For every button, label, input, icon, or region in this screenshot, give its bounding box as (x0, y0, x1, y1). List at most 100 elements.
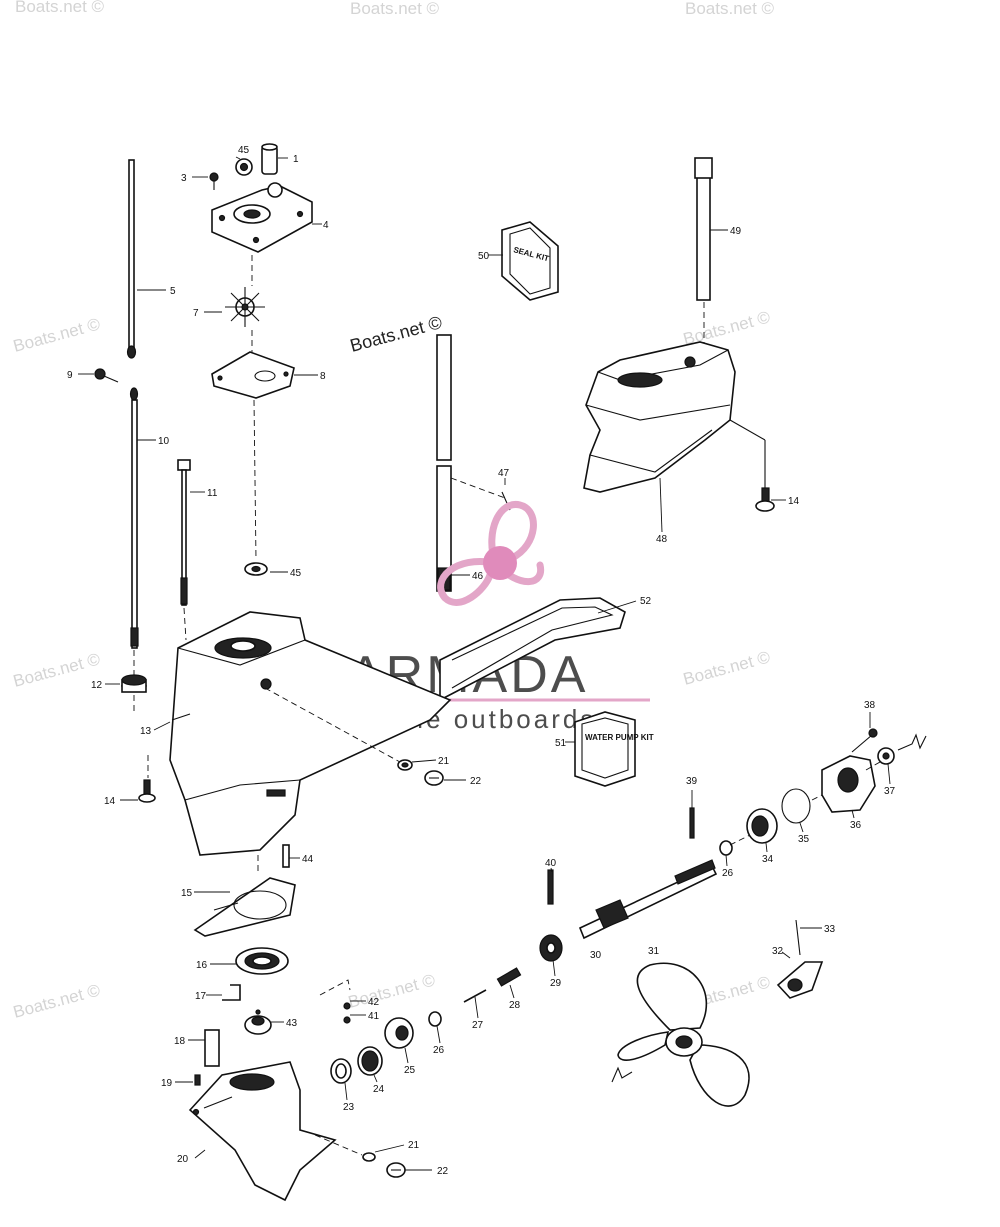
callout-34: 34 (762, 854, 774, 865)
watermark-text: Boats.net © (348, 312, 444, 356)
callout-17: 17 (195, 991, 207, 1002)
part-37-seal-hole (882, 752, 890, 760)
callout-21: 21 (408, 1140, 420, 1151)
callout-14: 14 (104, 796, 116, 807)
part-26-washer (428, 1011, 442, 1027)
part-46-driveshaft-upper (436, 334, 452, 461)
callout-38: 38 (864, 700, 876, 711)
part-10-shift-rod (131, 399, 138, 649)
part-housing-bore (230, 640, 256, 652)
callout-49: 49 (730, 226, 742, 237)
callout-9: 9 (67, 370, 73, 381)
part-49-tube-cap (694, 157, 713, 179)
part-12-bushing-top (121, 674, 147, 686)
watermark-text: Boats.net © (681, 647, 772, 689)
callout-labels: 1 3 4 5 7 8 9 10 11 12 13 14 14 15 16 17… (67, 145, 896, 1177)
callout-40: 40 (545, 858, 557, 869)
callout-48: 48 (656, 534, 668, 545)
part-41-ball (343, 1016, 351, 1024)
part-44-dowel (282, 844, 290, 868)
watermark-text: Boats.net © (15, 0, 105, 16)
part-33-pin (795, 919, 801, 956)
part-29-clutch-hole (546, 942, 556, 954)
part-9-screw (94, 368, 106, 380)
driveshaft-parts (436, 334, 511, 592)
callout-14: 14 (788, 496, 800, 507)
callout-31: 31 (648, 946, 660, 957)
part-42-ball (343, 1002, 351, 1010)
part-15-gasket-slot (213, 902, 239, 911)
part-8-plate (211, 351, 295, 399)
callout-25: 25 (404, 1065, 416, 1076)
callout-28: 28 (509, 1000, 521, 1011)
part-11-stud-head (177, 459, 191, 471)
callout-20: 20 (177, 1154, 189, 1165)
part-4-bolt-hole (252, 236, 260, 244)
part-48-housing-edge (597, 349, 729, 381)
part-30-shaft-spline (595, 899, 629, 929)
part-49-water-tube (696, 159, 711, 301)
callout-7: 7 (193, 308, 199, 319)
part-20-gearcase-slot (203, 1096, 233, 1109)
part-5-shift-rod (128, 159, 135, 351)
site-watermarks: Boats.net © Boats.net © Boats.net © Boat… (11, 0, 774, 1022)
assembly-centerline (450, 477, 506, 499)
callout-43: 43 (286, 1018, 298, 1029)
part-18-retainer (204, 1029, 220, 1067)
callout-50: 50 (478, 251, 490, 262)
watermark-text: Boats.net © (11, 649, 102, 691)
part-8-plate-hole (217, 375, 223, 381)
part-32-cone-bore (787, 978, 803, 992)
part-3-screw (209, 172, 219, 182)
part-16-bearing-bore (252, 956, 272, 966)
callout-22: 22 (470, 776, 482, 787)
callout-45: 45 (238, 145, 250, 156)
gear-train (330, 728, 927, 1084)
callout-1: 1 (293, 154, 299, 165)
part-4-housing-boss (267, 182, 283, 198)
callout-29: 29 (550, 978, 562, 989)
gearcase (188, 984, 406, 1202)
assembly-centerline (314, 1134, 363, 1156)
part-housing-port (260, 678, 272, 690)
assembly-centerline (183, 607, 187, 641)
part-45-lower-seal-hole (251, 565, 261, 573)
callout-11: 11 (207, 488, 218, 499)
part-24-bearing-race (361, 1050, 379, 1072)
water-pump-kit: WATER PUMP KIT (574, 711, 654, 787)
part-32-cone (776, 961, 824, 999)
part-15-gasket (193, 877, 296, 937)
part-5-rod-eye (126, 345, 137, 359)
callout-19: 19 (161, 1078, 173, 1089)
callout-35: 35 (798, 834, 810, 845)
part-housing-edge (177, 639, 306, 666)
part-4-bolt-hole (296, 210, 304, 218)
part-20-gearcase-body (188, 1061, 337, 1202)
part-8-plate-slot (254, 370, 276, 382)
part-39-pin (689, 807, 695, 839)
part-housing-mark (266, 789, 286, 797)
callout-33: 33 (824, 924, 836, 935)
rods (94, 159, 191, 715)
part-11-stud-thread (180, 577, 188, 605)
assembly-centerline (811, 794, 823, 801)
callout-4: 4 (323, 220, 329, 231)
callout-21: 21 (438, 756, 450, 767)
part-31-hub-bore (675, 1035, 693, 1049)
part-45-seal-hole (239, 162, 249, 172)
part-21-washer-hole (401, 762, 409, 768)
part-31-propeller-blade (636, 962, 708, 1031)
callout-22: 22 (437, 1166, 449, 1177)
callout-23: 23 (343, 1102, 355, 1113)
armada-logo-hub (483, 546, 517, 580)
part-11-stud (181, 469, 187, 606)
driveshaft-housing (138, 611, 452, 875)
assembly-centerline (729, 834, 751, 846)
callout-32: 32 (772, 946, 784, 957)
part-15-gasket-opening (233, 890, 287, 920)
part-14-screw-head (755, 500, 775, 512)
part-48-housing-cavity (617, 372, 663, 388)
assembly-centerline (865, 761, 881, 771)
assembly-centerline (253, 399, 257, 561)
part-13-clip (171, 713, 191, 721)
